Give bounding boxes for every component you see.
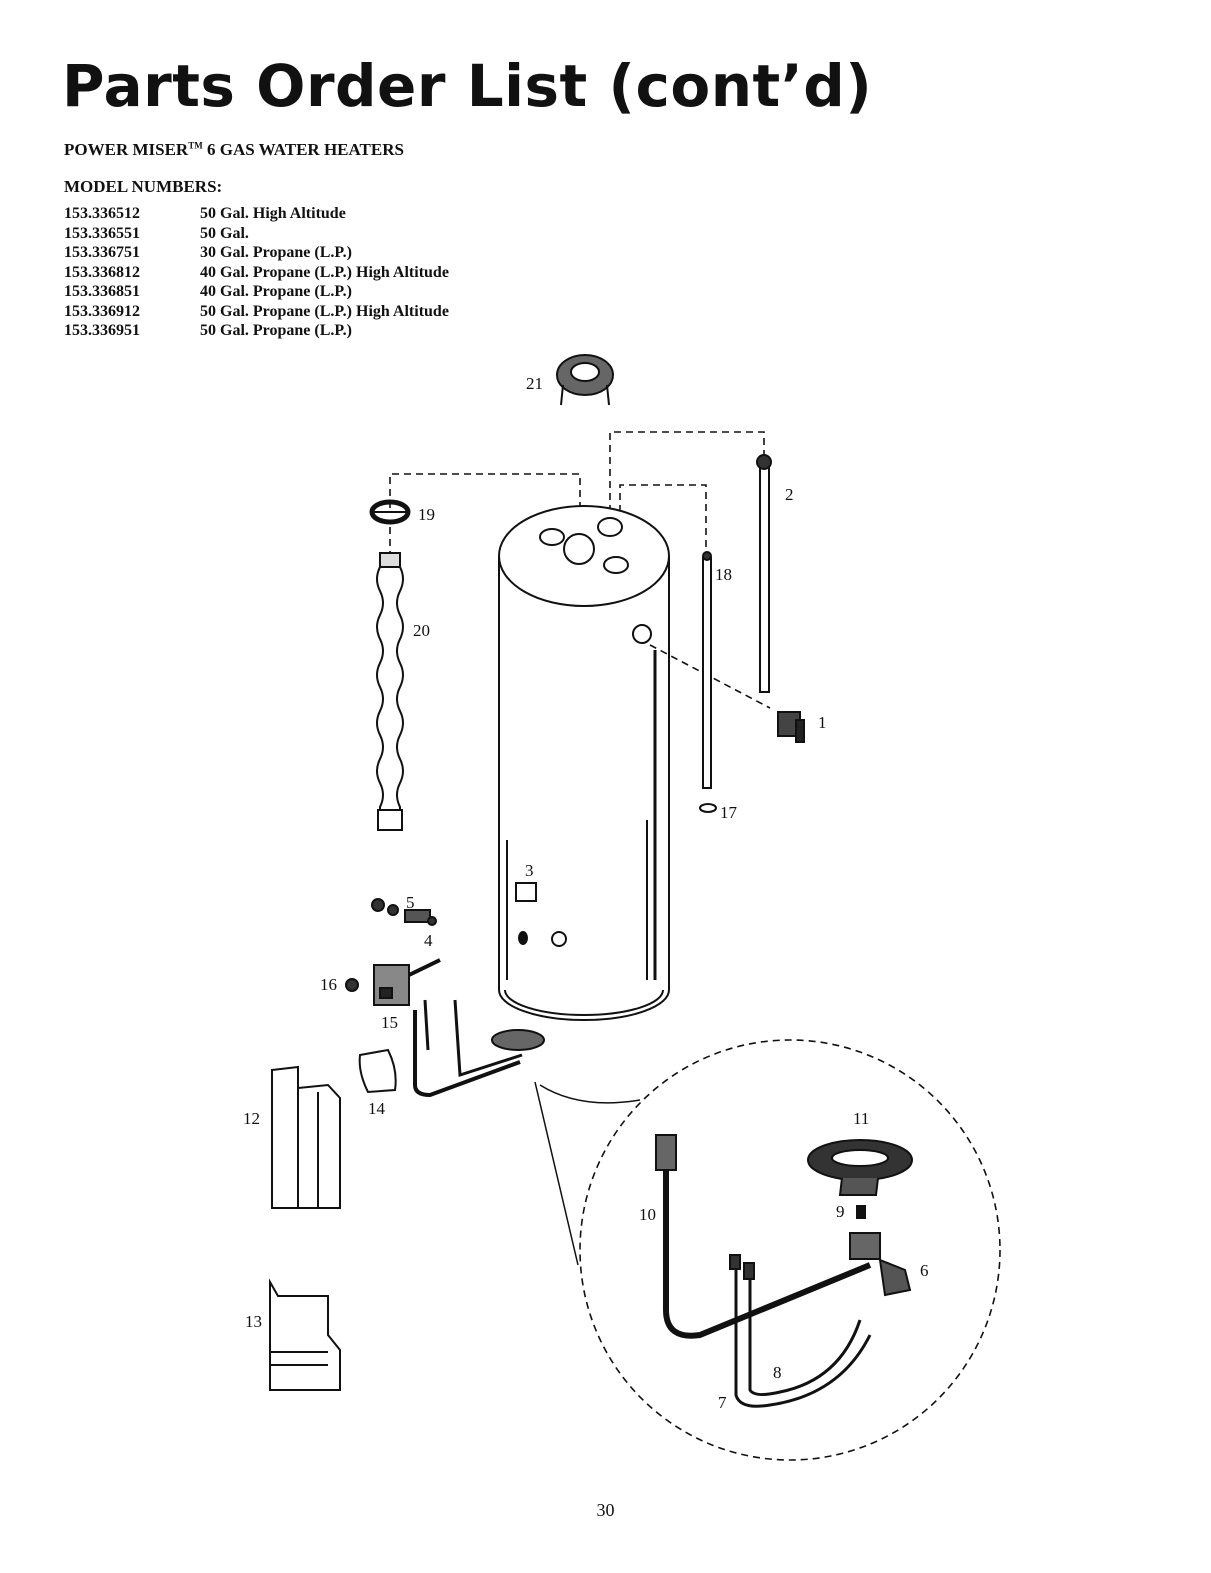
model-number: 153.336751: [64, 244, 140, 261]
pilot-assembly-part: [849, 1232, 912, 1297]
callout-label: 4: [424, 931, 433, 950]
detail-magnifier: [579, 1039, 1001, 1461]
callout-label: 19: [418, 505, 435, 524]
model-description: 40 Gal. Propane (L.P.): [200, 283, 353, 300]
thermocouple-fittings-part: [371, 898, 437, 926]
model-description: 50 Gal. Propane (L.P.): [200, 322, 353, 339]
callout-label: 6: [920, 1261, 929, 1280]
page-title: Parts Order List (cont’d): [62, 52, 873, 120]
pilot-tubes-part: [729, 1254, 872, 1408]
model-row: 153.336951 50 Gal. Propane (L.P.): [64, 321, 449, 341]
callout-labels: 1 2 3 4 5 6 7 8 9 10 11 12 13 14 15 16 1…: [243, 374, 929, 1412]
model-number: 153.336551: [64, 224, 140, 242]
anode-cap-part: [556, 354, 614, 406]
o-ring-part: [699, 803, 717, 813]
callout-label: 7: [718, 1393, 727, 1412]
burner-assembly-part: [413, 999, 641, 1266]
model-number: 153.336812: [64, 263, 140, 281]
model-row: 153.336812 40 Gal. Propane (L.P.) High Al…: [64, 263, 449, 283]
model-row: 153.336912 50 Gal. Propane (L.P.) High Al…: [64, 302, 449, 322]
flex-connector-part: [376, 552, 404, 831]
model-number: 153.336951: [64, 322, 140, 339]
model-row: 153.336751 30 Gal. Propane (L.P.): [64, 243, 449, 263]
model-description: 50 Gal. High Altitude: [200, 205, 346, 222]
callout-label: 3: [525, 861, 534, 880]
model-description: 50 Gal. Propane (L.P.) High Altitude: [200, 302, 449, 320]
product-name: POWER MISER: [64, 140, 189, 159]
page-number: 30: [596, 1500, 615, 1520]
callout-label: 21: [526, 374, 543, 393]
nipple-part: [369, 499, 411, 525]
callout-label: 17: [720, 803, 738, 822]
callout-label: 15: [381, 1013, 398, 1032]
gas-control-valve-part: [345, 958, 441, 1051]
callout-label: 14: [368, 1099, 386, 1118]
trademark-mark: TM: [188, 140, 203, 151]
manifold-tube-part: [655, 1134, 872, 1339]
callout-label: 13: [245, 1312, 262, 1331]
callout-label: 8: [773, 1363, 782, 1382]
callout-label: 12: [243, 1109, 260, 1128]
product-subtitle: POWER MISERTM 6 GAS WATER HEATERS: [64, 140, 404, 160]
outer-door-part: [271, 1065, 341, 1209]
inner-door-part: [269, 1278, 341, 1391]
callout-label: 20: [413, 621, 430, 640]
callout-label: 11: [853, 1109, 869, 1128]
model-description: 40 Gal. Propane (L.P.) High Altitude: [200, 263, 449, 281]
callout-label: 10: [639, 1205, 656, 1224]
model-description: 50 Gal.: [200, 224, 249, 242]
model-number: 153.336851: [64, 283, 140, 300]
callout-label: 9: [836, 1202, 845, 1221]
model-row: 153.336551 50 Gal.: [64, 224, 449, 244]
dip-tube-part: [702, 551, 712, 789]
burner-part: [807, 1139, 913, 1196]
callout-label: 2: [785, 485, 794, 504]
model-numbers-label: MODEL NUMBERS:: [64, 177, 223, 196]
orifice-part: [856, 1205, 866, 1219]
water-heater-tank: [498, 505, 670, 1021]
relief-valve-part: [777, 711, 805, 743]
model-number: 153.336512: [64, 205, 140, 222]
callout-label: 1: [818, 713, 827, 732]
model-description: 30 Gal. Propane (L.P.): [200, 244, 353, 261]
model-list: 153.336512 50 Gal. High Altitude 153.3365…: [64, 204, 449, 341]
anode-rod-part: [756, 454, 772, 693]
callout-label: 5: [406, 893, 415, 912]
callout-label: 16: [320, 975, 337, 994]
access-cover-part: [358, 1048, 397, 1094]
callout-label: 18: [715, 565, 732, 584]
model-row: 153.336512 50 Gal. High Altitude: [64, 204, 449, 224]
model-number: 153.336912: [64, 302, 140, 320]
model-row: 153.336851 40 Gal. Propane (L.P.): [64, 282, 449, 302]
product-subtitle-rest: 6 GAS WATER HEATERS: [202, 140, 404, 159]
